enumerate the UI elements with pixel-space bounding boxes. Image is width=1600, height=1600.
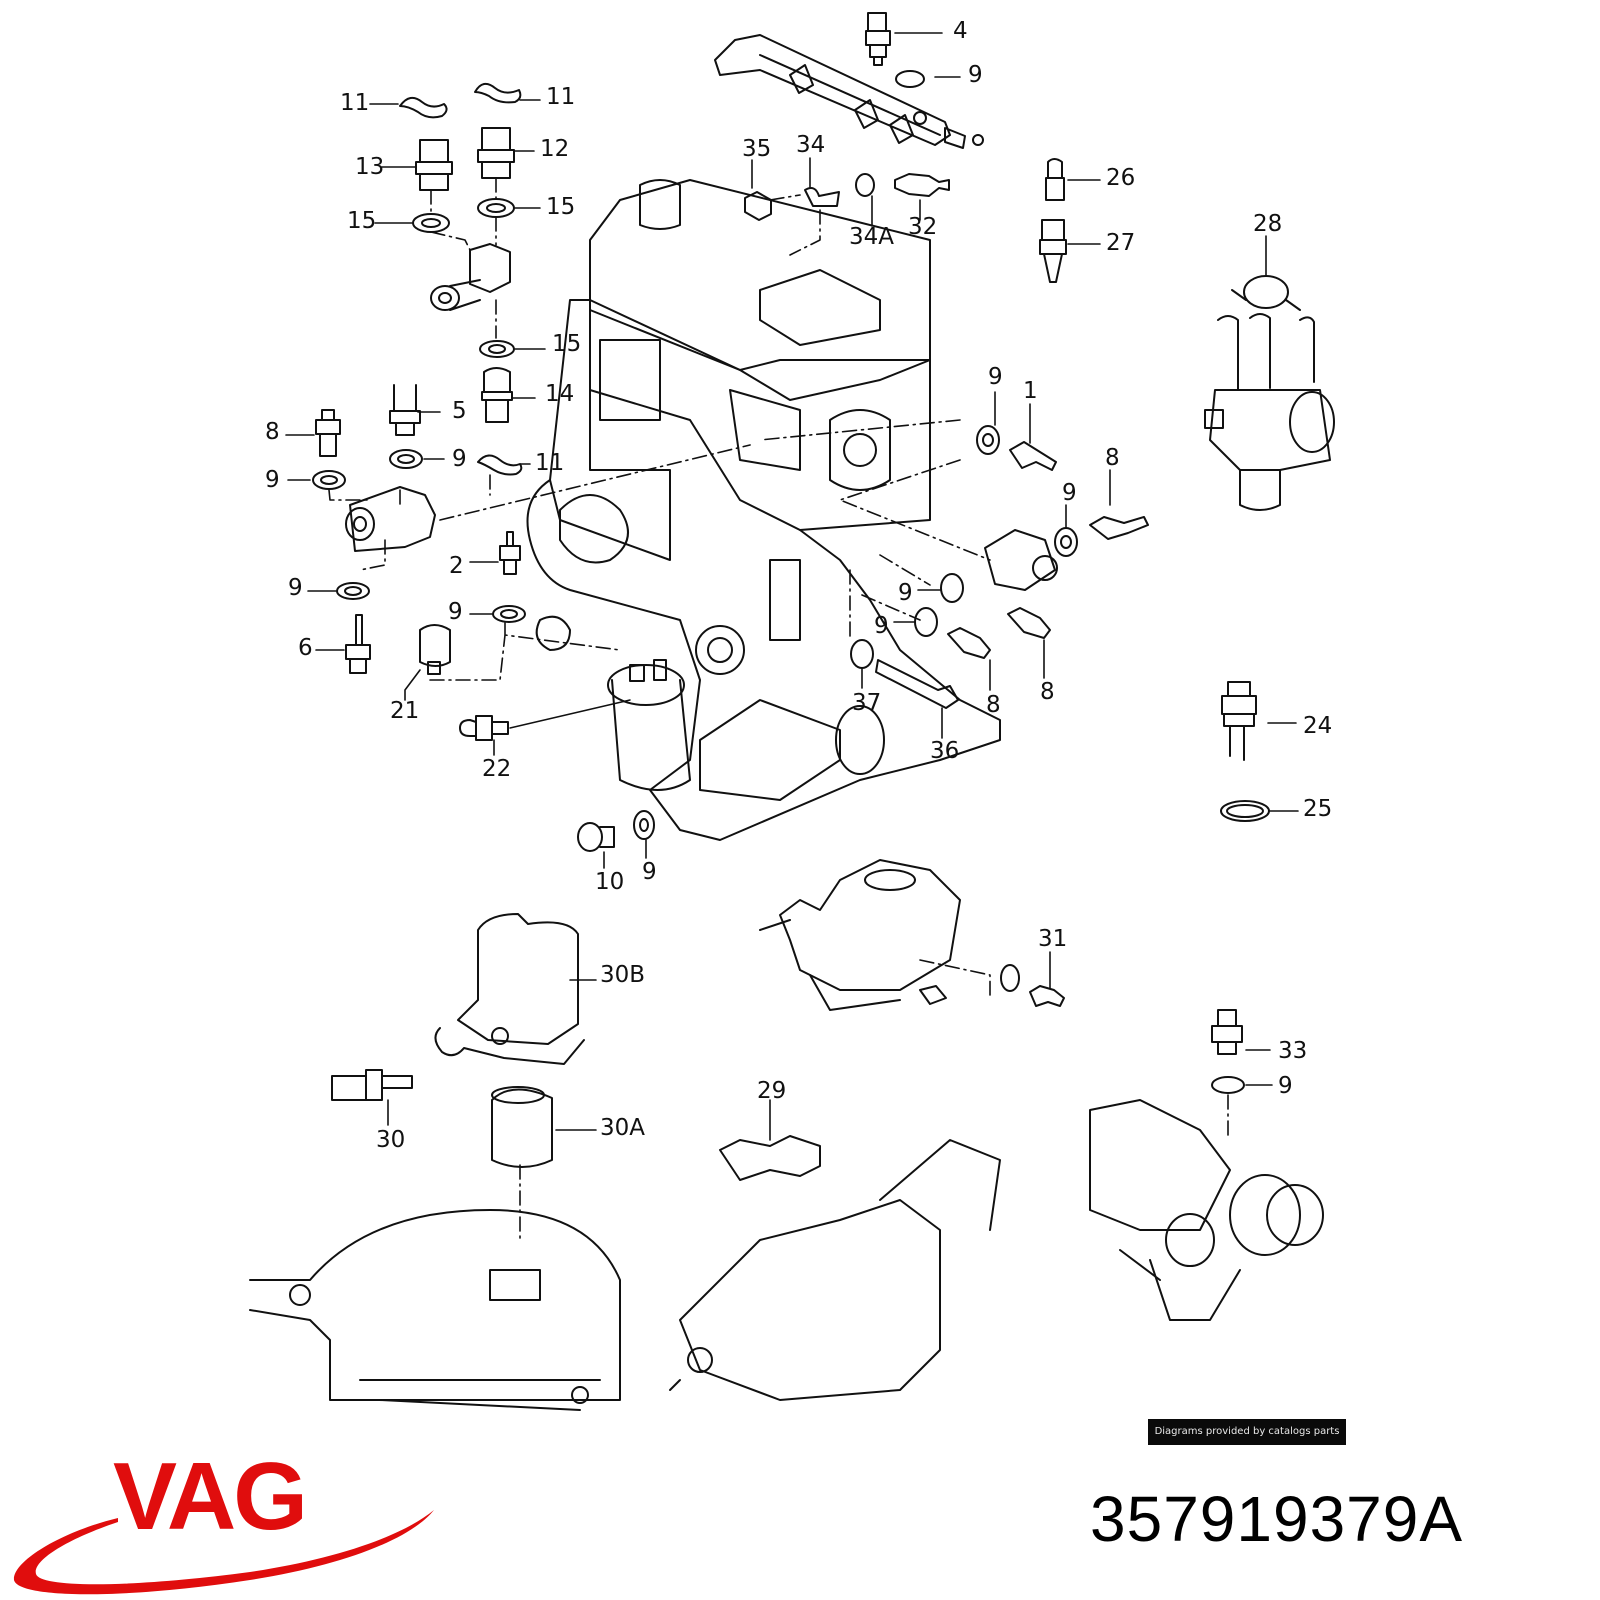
injection-pump-illustration [669,1099,1001,1401]
callout-6: 6 [298,635,313,661]
callout-15: 15 [347,208,377,234]
part-4-sensor-illustration [865,12,943,66]
callout-11: 11 [546,84,576,110]
part-number: 357919379A [1090,1483,1464,1555]
callout-9: 9 [448,599,463,625]
callout-12: 12 [540,136,570,162]
callout-21: 21 [390,698,420,724]
callout-14: 14 [545,381,575,407]
callout-32: 32 [908,214,938,240]
callout-8: 8 [1040,679,1055,705]
callout-9: 9 [1278,1073,1293,1099]
part-30b-housing-illustration [434,913,597,1065]
callout-22: 22 [482,756,512,782]
callout-37: 37 [852,690,882,716]
callout-2: 2 [449,553,464,579]
part-30a-sleeve-illustration [491,1086,597,1168]
distributor-illustration [1204,235,1335,511]
callout-9: 9 [1062,480,1077,506]
callout-33: 33 [1278,1038,1308,1064]
callout-34: 34 [796,132,826,158]
callout-9: 9 [642,859,657,885]
callout-10: 10 [595,869,625,895]
vag-logo-swoosh [13,1510,435,1595]
callout-30: 30 [376,1127,406,1153]
callout-1: 1 [1023,378,1038,404]
callout-9: 9 [288,575,303,601]
callout-29: 29 [757,1078,787,1104]
callout-27: 27 [1106,230,1136,256]
callout-4: 4 [953,18,968,44]
callout-8: 8 [265,419,280,445]
callout-30a: 30A [600,1115,646,1141]
callout-8: 8 [1105,445,1120,471]
callout-31: 31 [1038,926,1068,952]
callout-28: 28 [1253,211,1283,237]
callout-11: 11 [340,90,370,116]
callout-35: 35 [742,136,772,162]
brand-logo-text: VAG [113,1443,308,1550]
callout-15: 15 [546,194,576,220]
callout-34a: 34A [849,224,895,250]
callout-9: 9 [898,580,913,606]
callout-5: 5 [452,398,467,424]
callout-11: 11 [535,450,565,476]
turbocharger-illustration [1089,1099,1324,1321]
oil-filter-illustration [607,659,691,791]
diagram-credit-badge: Diagrams provided by catalogs parts [1148,1419,1346,1445]
fuel-rail-illustration [714,34,984,149]
callout-9: 9 [874,613,889,639]
callout-13: 13 [355,154,385,180]
callout-9: 9 [968,62,983,88]
engine-block-illustration [526,179,1001,841]
callout-24: 24 [1303,713,1333,739]
callout-30b: 30B [600,962,646,988]
gearbox-housing-illustration [249,1209,621,1411]
callout-9: 9 [452,446,467,472]
callout-36: 36 [930,738,960,764]
callout-25: 25 [1303,796,1333,822]
callout-9: 9 [265,467,280,493]
callout-15: 15 [552,331,582,357]
callout-9: 9 [988,364,1003,390]
carburettor-illustration [759,859,961,1011]
callout-26: 26 [1106,165,1136,191]
callout-8: 8 [986,692,1001,718]
